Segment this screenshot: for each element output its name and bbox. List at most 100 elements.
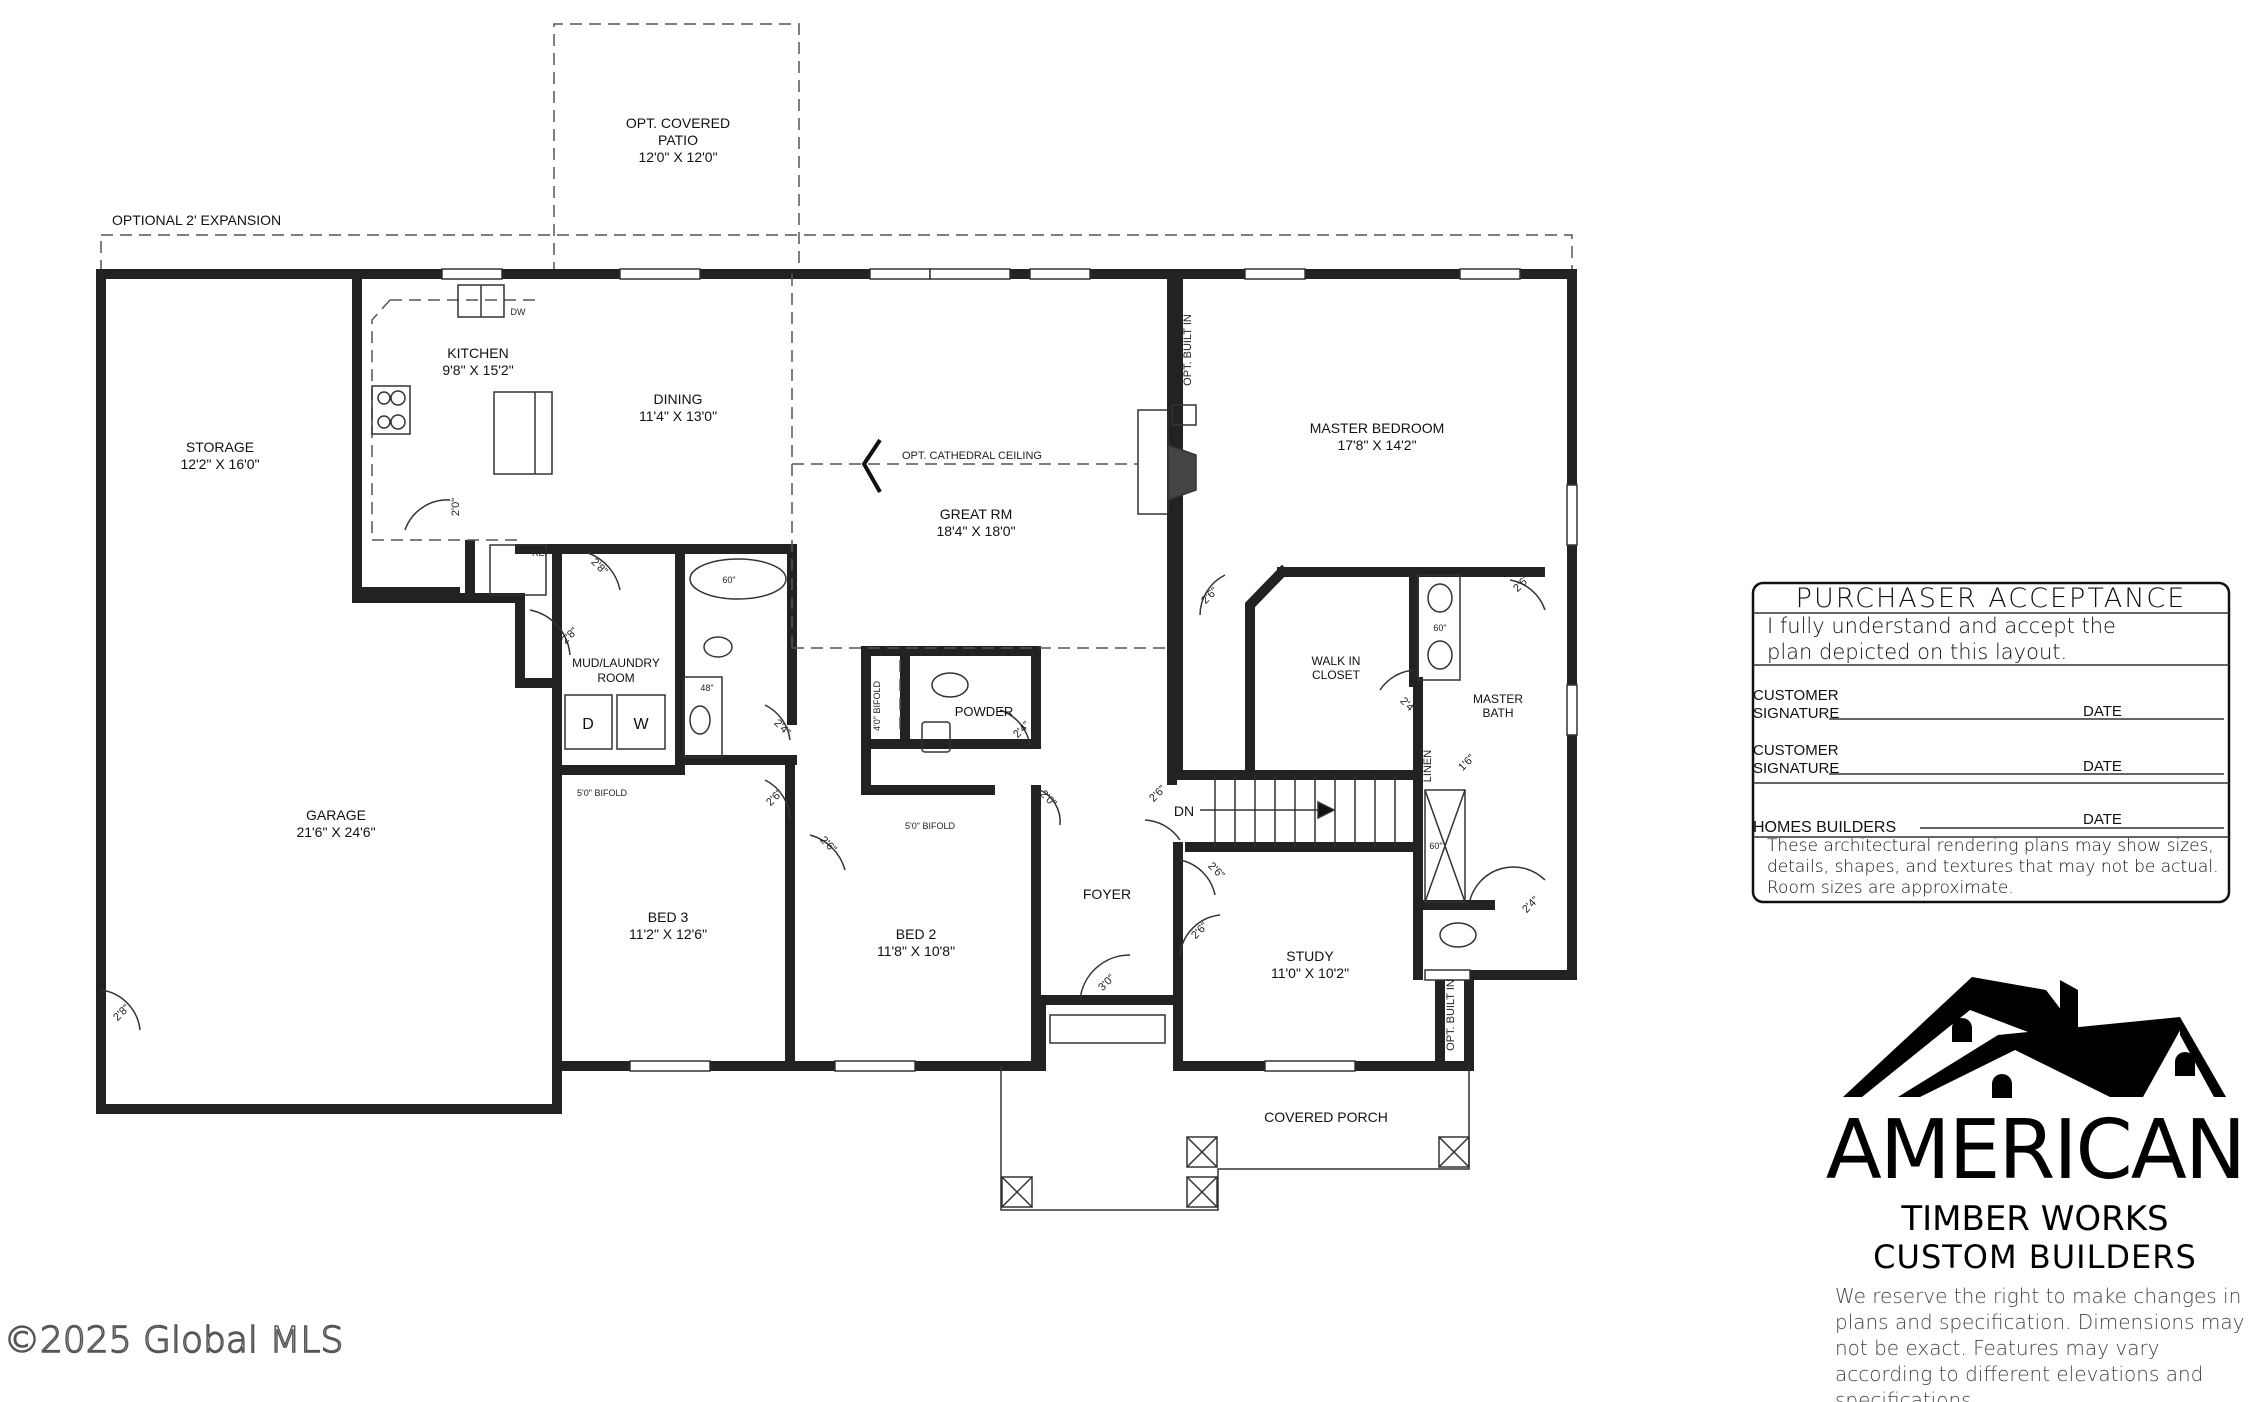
disclaimer: We reserve the right to make changes in … <box>1835 1284 2244 1402</box>
room-dims: 11'4" X 13'0" <box>639 408 717 424</box>
label-dryer: D <box>582 716 594 733</box>
room-name: KITCHEN <box>447 345 508 361</box>
patio-label-2: PATIO <box>658 132 698 148</box>
customer-label: CUSTOMER <box>1753 742 1839 759</box>
toilet-icon <box>931 672 969 698</box>
label-dn: DN <box>1174 803 1194 819</box>
kitchen-island <box>493 391 553 475</box>
house-roof-icon <box>1843 977 2226 1098</box>
porch-post-icon <box>1001 1136 1470 1208</box>
label-bifold: 4'0" BIFOLD <box>872 681 882 731</box>
builders-label: HOMES BUILDERS <box>1753 819 1896 836</box>
disclaimer-line: plans and specification. Dimensions may <box>1835 1310 2244 1334</box>
room-name: GARAGE <box>306 807 366 823</box>
date-label: DATE <box>2083 758 2122 775</box>
label-master: MASTER <box>1473 692 1523 706</box>
purchaser-acceptance-box: PURCHASER ACCEPTANCE I fully understand … <box>1751 581 2231 904</box>
cathedral-arrow-icon <box>861 438 882 493</box>
fixtures <box>371 284 1477 1044</box>
label-linen: LINEN <box>899 685 911 717</box>
label-dw: DW <box>511 307 526 317</box>
doors <box>100 499 1546 1031</box>
door-dim: 1'6" <box>1456 752 1477 773</box>
copyright-watermark: ©2025 Global MLS <box>4 1320 343 1361</box>
room-dims: 9'8" X 15'2" <box>442 362 513 378</box>
label-bifold: 5'0" BIFOLD <box>905 821 955 831</box>
toilet-icon <box>1439 922 1477 948</box>
bathtub-icon <box>689 558 787 600</box>
room-dims: 11'2" X 12'6" <box>629 926 707 942</box>
door-dim: 2'4" <box>1520 894 1541 915</box>
room-name: STORAGE <box>186 439 254 455</box>
label-room: ROOM <box>597 671 634 685</box>
acceptance-note: These architectural rendering plans may … <box>1767 836 2214 856</box>
logo-text-timber-works: TIMBER WORKS <box>1900 1199 2168 1239</box>
disclaimer-line: specifications. <box>1835 1388 1978 1402</box>
room-name: BED 2 <box>896 926 937 942</box>
label-closet: CLOSET <box>1312 668 1361 682</box>
dryer-icon <box>564 694 613 750</box>
expansion-label: OPTIONAL 2' EXPANSION <box>112 212 281 228</box>
room-dims: 21'6" X 24'6" <box>296 824 375 840</box>
washer-icon <box>616 694 666 750</box>
sink-icon <box>921 721 951 753</box>
label-mud-laundry: MUD/LAUNDRY <box>572 656 660 670</box>
customer-label: CUSTOMER <box>1753 687 1839 704</box>
room-dims: 11'0" X 10'2" <box>1271 965 1349 981</box>
double-vanity <box>1417 574 1461 681</box>
signature-label: SIGNATURE <box>1753 760 1839 777</box>
label-ref: REF <box>532 548 551 558</box>
fixture-dim: 60" <box>722 575 735 585</box>
door-dim: 2'0" <box>450 498 462 516</box>
label-powder: POWDER <box>955 704 1014 719</box>
label-washer: W <box>633 716 649 733</box>
room-dims: 11'8" X 10'8" <box>877 943 955 959</box>
windows <box>441 268 1578 1072</box>
optional-expansion: OPTIONAL 2' EXPANSION <box>100 212 1573 275</box>
door-dim: 2'6" <box>1199 585 1220 606</box>
room-dims: 12'2" X 16'0" <box>180 456 259 472</box>
walls <box>96 269 1577 1114</box>
acceptance-note: Room sizes are approximate. <box>1767 878 2014 898</box>
room-name: DINING <box>654 391 703 407</box>
refrigerator <box>489 544 547 596</box>
date-label: DATE <box>2083 811 2122 828</box>
acceptance-text: plan depicted on this layout. <box>1767 640 2067 664</box>
room-name: MASTER BEDROOM <box>1310 420 1445 436</box>
date-label: DATE <box>2083 703 2122 720</box>
label-linen: LINEN <box>1422 750 1434 782</box>
fireplace-icon <box>1137 404 1197 515</box>
toilet-icon <box>703 636 733 658</box>
label-built-in: OPT. BUILT IN <box>1182 314 1194 386</box>
company-logo: AMERICAN TIMBER WORKS CUSTOM BUILDERS <box>1826 977 2246 1276</box>
cathedral-label: OPT. CATHEDRAL CEILING <box>902 450 1042 462</box>
room-dims: 17'8" X 14'2" <box>1337 437 1416 453</box>
room-dims: 18'4" X 18'0" <box>936 523 1015 539</box>
door-dim: 3'0" <box>1096 972 1117 993</box>
fixture-dim: 60" <box>1429 841 1442 851</box>
door-dim: 2'8" <box>559 625 580 646</box>
label-foyer: FOYER <box>1083 886 1131 902</box>
acceptance-text: I fully understand and accept the <box>1767 614 2116 638</box>
door-dim: 2'6" <box>1189 920 1210 941</box>
door-dim: 2'4" <box>1011 719 1032 740</box>
label-walk-in: WALK IN <box>1312 654 1361 668</box>
shower-icon <box>1424 789 1466 903</box>
room-label-covered-porch: COVERED PORCH <box>1264 1109 1388 1125</box>
signature-label: SIGNATURE <box>1753 705 1839 722</box>
stair-arrow-icon <box>1317 800 1336 820</box>
patio-dims: 12'0" X 12'0" <box>638 149 717 165</box>
logo-text-custom-builders: CUSTOM BUILDERS <box>1873 1238 2197 1276</box>
patio-label: OPT. COVERED <box>626 115 730 131</box>
disclaimer-line: according to different elevations and <box>1835 1362 2203 1386</box>
fixture-dim: 60" <box>1433 623 1446 633</box>
door-dim: 2'6" <box>1147 783 1168 804</box>
door-dim: 2'6" <box>764 787 785 808</box>
room-name: STUDY <box>1286 948 1334 964</box>
room-name: GREAT RM <box>940 506 1013 522</box>
stairs <box>1200 775 1396 847</box>
foyer-step <box>1049 1014 1166 1044</box>
room-name: BED 3 <box>648 909 689 925</box>
fixture-dim: 48" <box>700 683 713 693</box>
